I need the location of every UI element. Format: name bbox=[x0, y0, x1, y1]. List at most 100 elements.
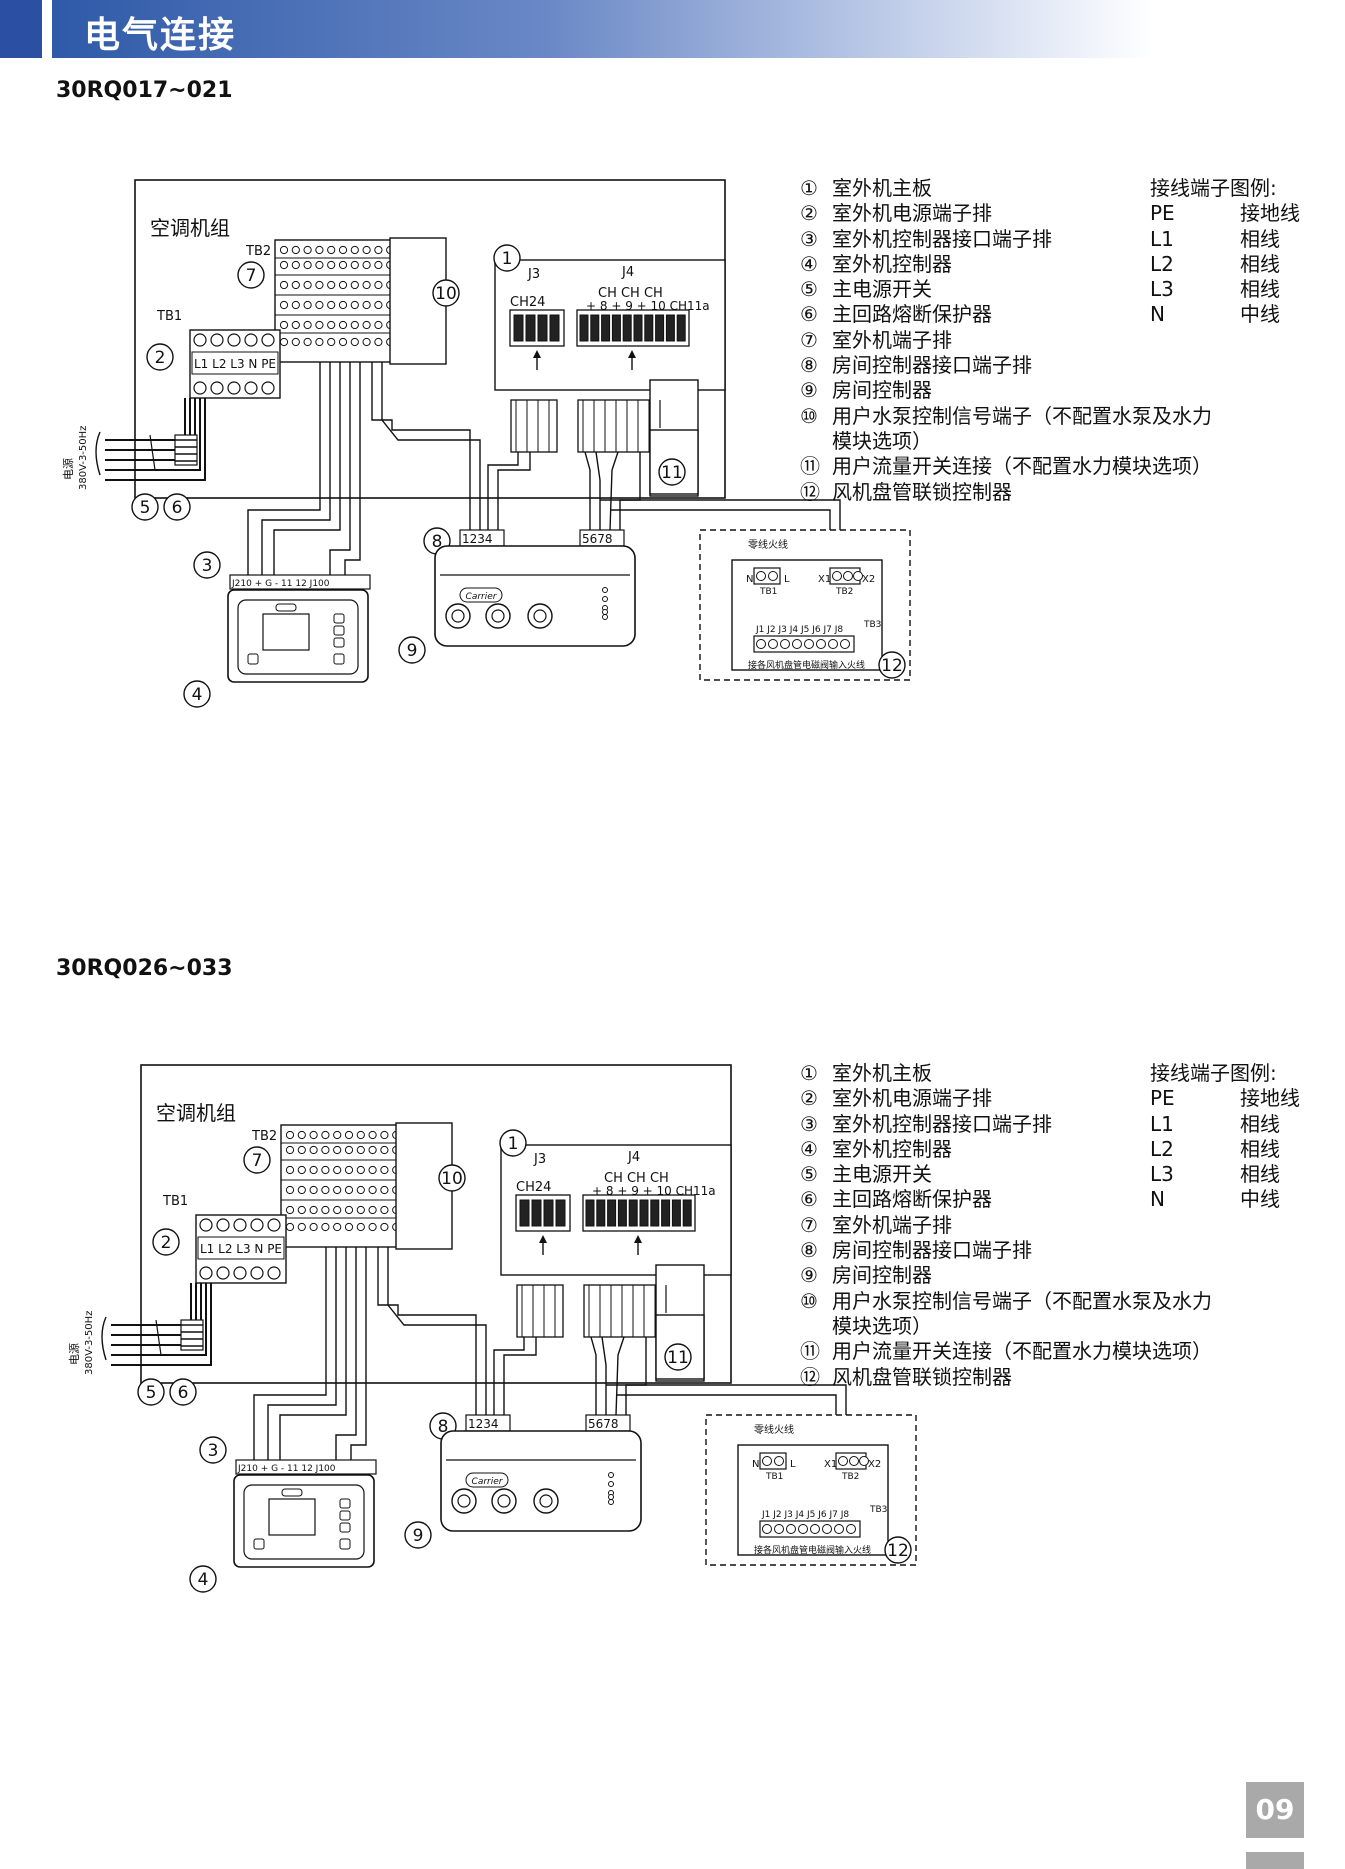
power-brace bbox=[101, 1316, 107, 1361]
terminal-screw bbox=[297, 1165, 306, 1175]
connector-pin bbox=[607, 1199, 617, 1227]
terminal-screw bbox=[267, 1218, 281, 1232]
fcu-terminal-name: N bbox=[752, 1459, 759, 1470]
legend-item-text: 室外机电源端子排 bbox=[832, 1086, 992, 1111]
arrow-head bbox=[634, 1235, 642, 1243]
terminal-meaning: 相线 bbox=[1240, 277, 1280, 302]
terminal-screw bbox=[210, 381, 224, 395]
connector-pin bbox=[628, 1199, 638, 1227]
terminal-screw bbox=[291, 320, 300, 330]
terminal-meaning: 中线 bbox=[1240, 1187, 1280, 1212]
indicator-led bbox=[602, 587, 608, 593]
legend-item-text: 主电源开关 bbox=[832, 277, 932, 302]
brand-logo-text: Carrier bbox=[472, 1477, 504, 1487]
callout-circle bbox=[493, 244, 521, 272]
controller-key bbox=[333, 625, 345, 636]
tb1-terminal-names: L1 L2 L3 N PE bbox=[200, 1242, 282, 1256]
callout-circle bbox=[664, 1343, 692, 1371]
fcu-tb-label: TB1 bbox=[759, 587, 777, 597]
wire bbox=[493, 1337, 525, 1415]
terminal-screw bbox=[380, 1205, 389, 1215]
terminal-screw bbox=[356, 1165, 365, 1175]
terminal-screw bbox=[327, 280, 336, 290]
controller-button-icon bbox=[539, 1494, 553, 1508]
terminal-code: L3 bbox=[1150, 1162, 1174, 1187]
terminal-screw bbox=[321, 1205, 330, 1215]
fcu-terminal-name: L bbox=[790, 1459, 796, 1470]
controller-key bbox=[333, 613, 345, 624]
controller-key bbox=[333, 637, 345, 648]
tb1-label-strip bbox=[197, 1236, 285, 1260]
terminal-screw bbox=[285, 1165, 295, 1175]
terminal-screw bbox=[344, 1222, 354, 1232]
interface-terminal-numbers: 5678 bbox=[582, 532, 613, 546]
wire bbox=[371, 362, 471, 530]
terminal-screw bbox=[859, 1456, 869, 1466]
page-title: 电气连接 bbox=[84, 15, 237, 56]
terminal-screw bbox=[344, 1130, 354, 1140]
terminal-screw bbox=[193, 381, 207, 395]
terminal-screw bbox=[309, 1145, 318, 1155]
terminal-screw bbox=[356, 1222, 365, 1232]
connector-pin bbox=[644, 314, 654, 342]
fcu-bottom-label: 接各风机盘管电磁阀输入火线 bbox=[748, 659, 865, 671]
power-label: 电源 bbox=[61, 458, 75, 480]
terminal-screw bbox=[333, 1222, 342, 1232]
terminal-screw bbox=[303, 260, 312, 270]
legend-item-number: ⑤ bbox=[800, 277, 818, 302]
callout-number: 3 bbox=[202, 556, 213, 576]
callout-circle bbox=[884, 1536, 912, 1564]
terminal-screw bbox=[309, 1205, 318, 1215]
connector-pin bbox=[549, 314, 560, 342]
legend-item-text: 用户流量开关连接（不配置水力模块选项） bbox=[832, 1339, 1212, 1364]
terminal-screw bbox=[315, 337, 324, 347]
controller-key bbox=[339, 1510, 351, 1521]
connector-pin bbox=[611, 314, 621, 342]
terminal-screw bbox=[338, 300, 348, 310]
wire bbox=[149, 434, 156, 471]
legend-item-number: ⑧ bbox=[800, 1238, 818, 1263]
terminal-screw bbox=[362, 320, 371, 330]
callout-number: 12 bbox=[887, 1541, 909, 1561]
controller-terminal-names: J210 + G - 11 12 J100 bbox=[231, 579, 330, 589]
unit-label: 空调机组 bbox=[150, 216, 230, 240]
terminal-screw bbox=[350, 337, 359, 347]
connector-pin bbox=[601, 314, 611, 342]
j3-label: J3 bbox=[533, 1152, 546, 1167]
terminal-screw bbox=[374, 280, 383, 290]
j3-label: J3 bbox=[527, 267, 540, 282]
terminal-screw bbox=[380, 1185, 389, 1195]
terminal-screw bbox=[380, 1165, 389, 1175]
terminal-screw bbox=[327, 320, 336, 330]
connector-pin bbox=[617, 1199, 627, 1227]
terminal-screw bbox=[279, 280, 289, 290]
terminal-screw bbox=[774, 1456, 784, 1466]
legend-item-number: ⑨ bbox=[800, 1263, 818, 1288]
terminal-screw bbox=[362, 245, 371, 255]
legend-item-text: 房间控制器接口端子排 bbox=[832, 1238, 1032, 1263]
connector-pin bbox=[665, 314, 675, 342]
terminal-screw bbox=[362, 337, 371, 347]
callout-number: 6 bbox=[178, 1383, 189, 1403]
wire bbox=[387, 1247, 487, 1415]
terminal-screw bbox=[832, 571, 842, 581]
connector-pin bbox=[519, 1199, 530, 1227]
terminal-screw bbox=[333, 1185, 342, 1195]
legend-item-text: 室外机控制器 bbox=[832, 251, 952, 276]
controller-button-icon bbox=[491, 609, 505, 623]
terminal-screw bbox=[303, 320, 312, 330]
legend-item: ⑤ 主电源开关 bbox=[800, 277, 1212, 302]
terminal-screw bbox=[368, 1165, 377, 1175]
